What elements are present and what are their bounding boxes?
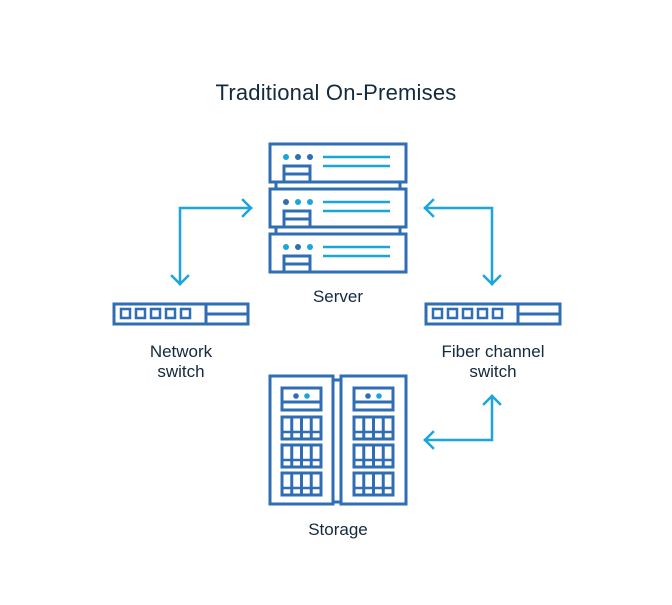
network-switch-label-line1: Network xyxy=(149,342,213,361)
status-light-icon xyxy=(295,199,301,205)
connection-arrow-fiber-storage xyxy=(423,394,502,450)
status-light-icon xyxy=(307,244,313,250)
diagram-title: Traditional On-Premises xyxy=(215,80,457,105)
status-light-icon xyxy=(295,244,301,250)
status-light-icon xyxy=(293,393,299,399)
arrow-left-icon xyxy=(423,198,435,218)
fiber-channel-switch-label-line2: switch xyxy=(469,362,517,381)
status-light-icon xyxy=(304,393,310,399)
fiber-channel-switch-label-line1: Fiber channel xyxy=(441,342,545,361)
arrow-down-icon xyxy=(170,274,190,286)
storage-label: Storage xyxy=(308,520,368,539)
status-light-icon xyxy=(283,244,289,250)
drive-bay xyxy=(280,415,323,441)
arrow-right-icon xyxy=(241,198,253,218)
fiber-channel-switch-icon xyxy=(424,302,562,326)
arrow-down-icon xyxy=(482,274,502,286)
status-light-icon xyxy=(376,393,382,399)
fiber-channel-switch-label: Fiber channel switch xyxy=(413,342,573,382)
storage-cabinet xyxy=(339,374,408,506)
server-unit xyxy=(268,187,408,229)
server-unit xyxy=(268,232,408,274)
server-unit xyxy=(268,142,408,184)
status-light-icon xyxy=(307,154,313,160)
status-light-icon xyxy=(283,154,289,160)
status-light-icon xyxy=(295,154,301,160)
drive-bay xyxy=(352,471,395,497)
status-light-icon xyxy=(307,199,313,205)
connection-arrow-server-fiber xyxy=(423,198,502,286)
connection-arrow-network-server xyxy=(170,198,253,286)
arrow-up-icon xyxy=(482,394,502,406)
drive-bay xyxy=(280,471,323,497)
server-label: Server xyxy=(312,287,364,306)
network-switch-icon xyxy=(112,302,250,326)
drive-bay xyxy=(280,443,323,469)
status-light-icon xyxy=(283,199,289,205)
server-rack-icon xyxy=(268,142,408,274)
status-light-icon xyxy=(365,393,371,399)
network-switch-label: Network switch xyxy=(101,342,261,382)
network-switch-label-line2: switch xyxy=(157,362,205,381)
storage-cabinet xyxy=(268,374,335,506)
arrow-left-icon xyxy=(423,430,435,450)
drive-bay xyxy=(352,415,395,441)
storage-array-icon xyxy=(268,374,408,506)
drive-bay xyxy=(352,443,395,469)
